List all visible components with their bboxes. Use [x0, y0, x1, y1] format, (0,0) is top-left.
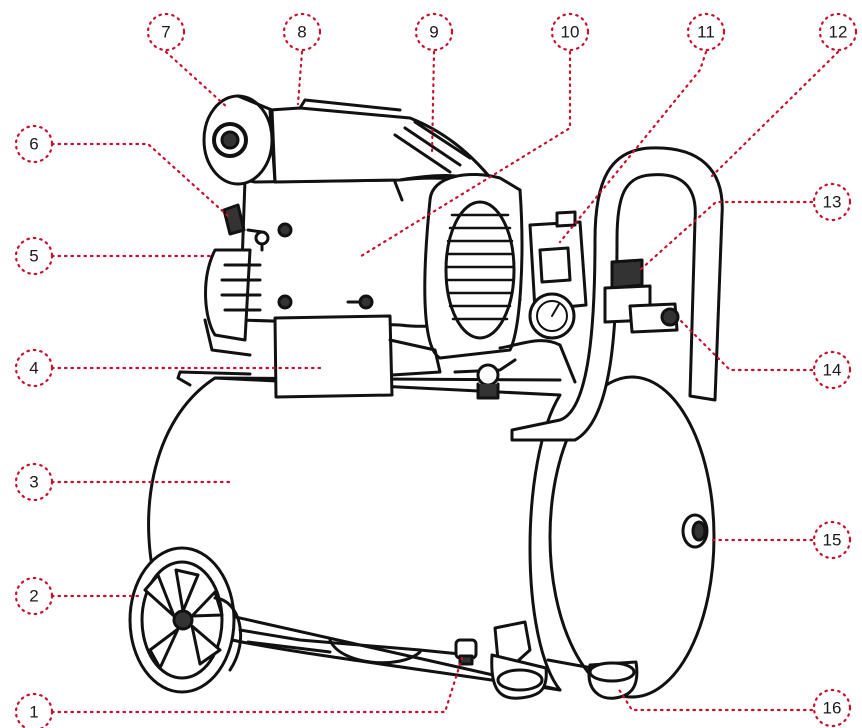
quick-coupler	[628, 302, 680, 334]
leader-line-1	[50, 656, 464, 714]
callout-circle-16	[812, 688, 852, 728]
leader-line-9	[430, 50, 436, 157]
leader-line-10	[356, 50, 572, 260]
base-frame	[238, 628, 472, 665]
callout-circle-11	[686, 12, 726, 52]
callout-label-1: 1	[29, 703, 38, 722]
callout-label-13: 13	[823, 193, 842, 212]
leader-line-13	[638, 200, 814, 272]
callout-label-14: 14	[823, 361, 842, 380]
callout-circle-7	[146, 12, 186, 52]
callout-label-9: 9	[429, 23, 438, 42]
leader-line-8	[296, 50, 304, 106]
callout-circle-15	[812, 520, 852, 560]
callout-circle-2	[14, 576, 54, 616]
callout-label-16: 16	[823, 699, 842, 718]
callout-label-8: 8	[297, 23, 306, 42]
pressure-gauge	[528, 292, 576, 340]
callout-circle-14	[812, 350, 852, 390]
drain-valve	[454, 638, 478, 666]
callout-circle-13	[812, 182, 852, 222]
callout-label-12: 12	[829, 23, 848, 42]
air-tank	[147, 370, 716, 699]
callout-circle-12	[818, 12, 858, 52]
drain-plug-side	[681, 513, 709, 549]
leader-line-6	[50, 142, 230, 218]
callout-label-10: 10	[561, 23, 580, 42]
wheel	[128, 546, 243, 694]
motor-end-cap	[203, 248, 262, 357]
callout-circle-4	[14, 348, 54, 388]
rubber-feet	[490, 620, 639, 700]
callout-label-15: 15	[823, 531, 842, 550]
callout-label-5: 5	[29, 247, 38, 266]
callout-circle-10	[550, 12, 590, 52]
callout-label-3: 3	[29, 473, 38, 492]
motor-base-plate	[273, 314, 442, 399]
power-switch	[222, 203, 270, 252]
leader-line-11	[558, 50, 708, 244]
callout-circle-1	[14, 692, 54, 728]
callout-label-4: 4	[29, 359, 38, 378]
leader-line-12	[710, 50, 840, 178]
callout-label-7: 7	[161, 23, 170, 42]
pressure-switch	[528, 210, 588, 312]
callout-circle-6	[14, 124, 54, 164]
callout-label-2: 2	[29, 587, 38, 606]
leader-line-16	[616, 686, 814, 712]
callout-label-6: 6	[29, 135, 38, 154]
callout-circle-8	[282, 12, 322, 52]
leader-line-7	[164, 50, 230, 110]
fan-cover	[423, 172, 524, 360]
leader-line-14	[676, 316, 814, 372]
pulley-cap	[202, 94, 277, 186]
check-valve	[476, 363, 500, 400]
callout-circle-3	[14, 462, 54, 502]
callout-circle-5	[14, 236, 54, 276]
callout-label-11: 11	[697, 23, 715, 42]
callout-circle-9	[414, 12, 454, 52]
